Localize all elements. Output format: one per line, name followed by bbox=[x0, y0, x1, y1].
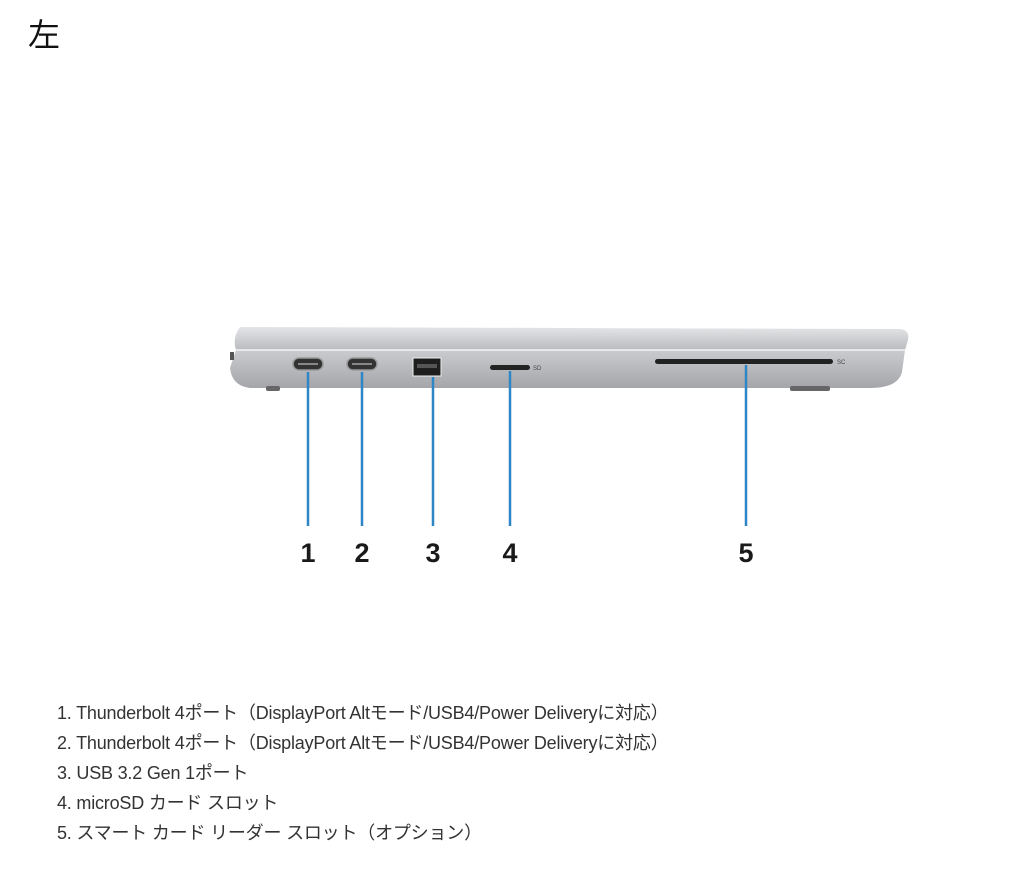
list-item: 5. スマート カード リーダー スロット（オプション） bbox=[57, 823, 482, 843]
list-item: 2. Thunderbolt 4ポート（DisplayPort Altモード/U… bbox=[57, 733, 669, 753]
svg-text:SC: SC bbox=[837, 360, 846, 366]
thunderbolt-port-1-icon bbox=[292, 357, 324, 371]
list-item: 4. microSD カード スロット bbox=[57, 793, 279, 813]
callout-label-4: 4 bbox=[502, 538, 518, 568]
callout-label-3: 3 bbox=[425, 538, 441, 568]
list-item: 1. Thunderbolt 4ポート（DisplayPort Altモード/U… bbox=[57, 703, 669, 723]
section-heading: 左 bbox=[28, 16, 61, 54]
microsd-slot-icon: SD bbox=[490, 365, 542, 372]
thunderbolt-port-2-icon bbox=[346, 357, 378, 371]
svg-text:SD: SD bbox=[533, 366, 542, 372]
callout-lines bbox=[306, 365, 748, 526]
callout-label-1: 1 bbox=[300, 538, 316, 568]
callout-label-2: 2 bbox=[354, 538, 370, 568]
port-list: 1. Thunderbolt 4ポート（DisplayPort Altモード/U… bbox=[57, 698, 669, 848]
list-item: 3. USB 3.2 Gen 1ポート bbox=[57, 763, 249, 783]
smart-card-slot-icon: SC bbox=[655, 359, 846, 366]
callout-label-5: 5 bbox=[738, 538, 754, 568]
usb-a-port-icon bbox=[412, 357, 442, 377]
laptop-left-side-image: SD SC bbox=[230, 327, 909, 526]
